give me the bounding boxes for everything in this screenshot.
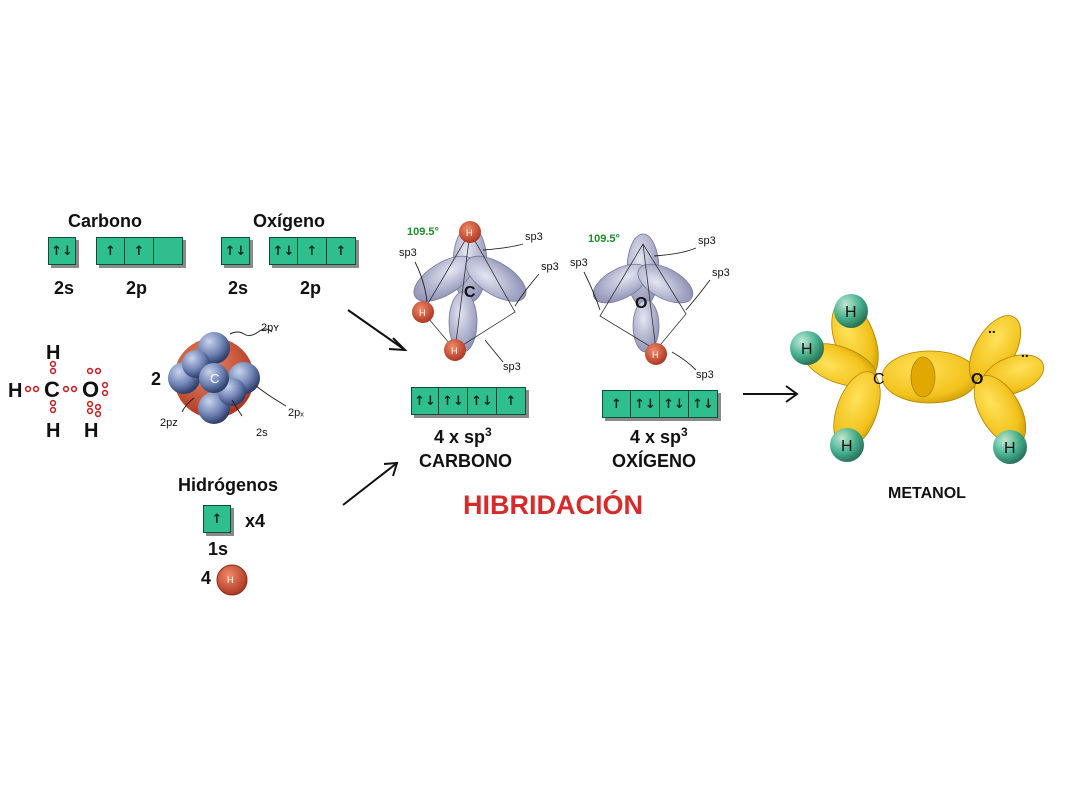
oxigeno-2s-label: 2s [228, 278, 249, 298]
metanol-c: C [873, 371, 885, 388]
carbono-2p-label: 2p [126, 278, 148, 298]
hydrogen-atom-icon: H [216, 564, 248, 596]
sp3-carbon-model: H H H C 109.5° sp3 sp3 sp3 sp3 [399, 221, 559, 373]
orbital-box: ↑↓ [221, 237, 250, 265]
metanol-lone-pair-2: .. [1021, 344, 1029, 360]
orbital-box: ↑ [602, 390, 631, 418]
sp3o-label-4: sp3 [696, 369, 714, 381]
sp3c-label-1: sp3 [399, 247, 417, 259]
sp3o-h: H [652, 350, 659, 360]
metanol-o: O [971, 371, 983, 388]
sp3c-label-4: sp3 [503, 361, 521, 373]
label-2pz: 2pᴢ [160, 417, 178, 429]
sp3-carbon-formula: 4 x sp3 [434, 425, 492, 448]
orbital-box: ↑↓ [439, 387, 468, 415]
metanol-model: H H H H C O .. .. [790, 294, 1045, 464]
sp3c-h1: H [466, 228, 473, 238]
sp3c-h2: H [419, 308, 426, 318]
metanol-h1: H [845, 304, 857, 321]
sp3o-label-1: sp3 [570, 257, 588, 269]
orbital-box: ↑ [203, 505, 231, 533]
sp3c-label-3: sp3 [541, 261, 559, 273]
sp3-oxygen-model: H O 109.5° sp3 sp3 sp3 sp3 [570, 233, 730, 381]
hidrogenos-title: Hidrógenos [178, 475, 279, 495]
carbon-model-coefficient: 2 [151, 369, 162, 389]
lewis-o: O [82, 377, 99, 402]
sp3-oxygen-formula: 4 x sp3 [630, 425, 688, 448]
sp3o-label-3: sp3 [712, 267, 730, 279]
carbono-2s-label: 2s [54, 278, 75, 298]
lewis-h-bottom: H [46, 420, 60, 442]
lewis-h-top: H [46, 342, 60, 364]
label-2py: 2pʏ [261, 322, 279, 334]
metanol-title: METANOL [888, 485, 966, 502]
orbital-box: ↑↓ [269, 237, 298, 265]
orbital-box: ↑ [96, 237, 125, 265]
carbono-title: Carbono [68, 211, 142, 231]
oxigeno-2s-box: ↑↓ [221, 237, 250, 265]
orbital-box: ↑ [327, 237, 356, 265]
hidrogenos-count: 4 [201, 568, 212, 588]
carbono-2p-boxes: ↑ ↑ [96, 237, 183, 265]
orbital-box: ↑↓ [48, 237, 76, 265]
hidrogenos-multiplier: x4 [245, 511, 266, 531]
orbital-box: ↑ [125, 237, 154, 265]
hydrogen-atom-label: H [227, 575, 234, 585]
sp3c-angle: 109.5° [407, 226, 439, 238]
hidrogeno-1s-box: ↑ [203, 505, 231, 533]
oxigeno-title: Oxígeno [253, 211, 326, 231]
orbital-box: ↑↓ [689, 390, 718, 418]
lewis-h-o: H [84, 420, 98, 442]
lewis-h-left: H [8, 380, 22, 402]
orbital-box: ↑ [497, 387, 526, 415]
sp3-carbon-formula-main: 4 x sp [434, 427, 486, 447]
label-2px: 2pₓ [288, 407, 304, 419]
sp3o-label-2: sp3 [698, 235, 716, 247]
sp3o-angle: 109.5° [588, 233, 620, 245]
sp3c-h3: H [451, 346, 458, 356]
label-2s: 2s [256, 427, 268, 439]
sp3c-center: C [464, 284, 476, 301]
orbital-box: ↑↓ [660, 390, 689, 418]
carbon-orbital-model: C 2pʏ 2pₓ 2pᴢ 2s [160, 322, 304, 439]
orbital-box: ↑↓ [411, 387, 439, 415]
metanol-h3: H [841, 438, 853, 455]
oxigeno-2p-label: 2p [300, 278, 322, 298]
metanol-lone-pair-1: .. [988, 320, 996, 336]
arrow-to-hybrid-1 [347, 309, 406, 351]
lewis-c: C [44, 377, 60, 402]
sp3-carbon-caption: CARBONO [419, 451, 512, 471]
arrow-to-hybrid-2 [342, 462, 398, 506]
sp3-oxygen-boxes: ↑ ↑↓ ↑↓ ↑↓ [602, 390, 718, 418]
metanol-h4: H [1004, 440, 1016, 457]
sp3-oxygen-caption: OXÍGENO [612, 451, 697, 471]
hibridacion-title: HIBRIDACIÓN [463, 490, 643, 520]
orbital-box [154, 237, 183, 265]
metanol-h2: H [801, 341, 813, 358]
sp3-carbon-boxes: ↑↓ ↑↓ ↑↓ ↑ [411, 387, 526, 415]
carbon-model-center: C [210, 371, 219, 386]
sp3-carbon-formula-sup: 3 [485, 425, 492, 439]
sp3-oxygen-formula-main: 4 x sp [630, 427, 682, 447]
oxigeno-2p-boxes: ↑↓ ↑ ↑ [269, 237, 356, 265]
orbital-box: ↑↓ [631, 390, 660, 418]
sp3o-center: O [635, 295, 647, 312]
lewis-structure: H H C O H H [8, 342, 109, 442]
hidrogenos-1s-label: 1s [208, 539, 229, 559]
carbono-2s-box: ↑↓ [48, 237, 76, 265]
lewis-electrons [24, 360, 109, 418]
orbital-box: ↑↓ [468, 387, 497, 415]
sp3c-label-2: sp3 [525, 231, 543, 243]
sp3-oxygen-formula-sup: 3 [681, 425, 688, 439]
orbital-box: ↑ [298, 237, 327, 265]
